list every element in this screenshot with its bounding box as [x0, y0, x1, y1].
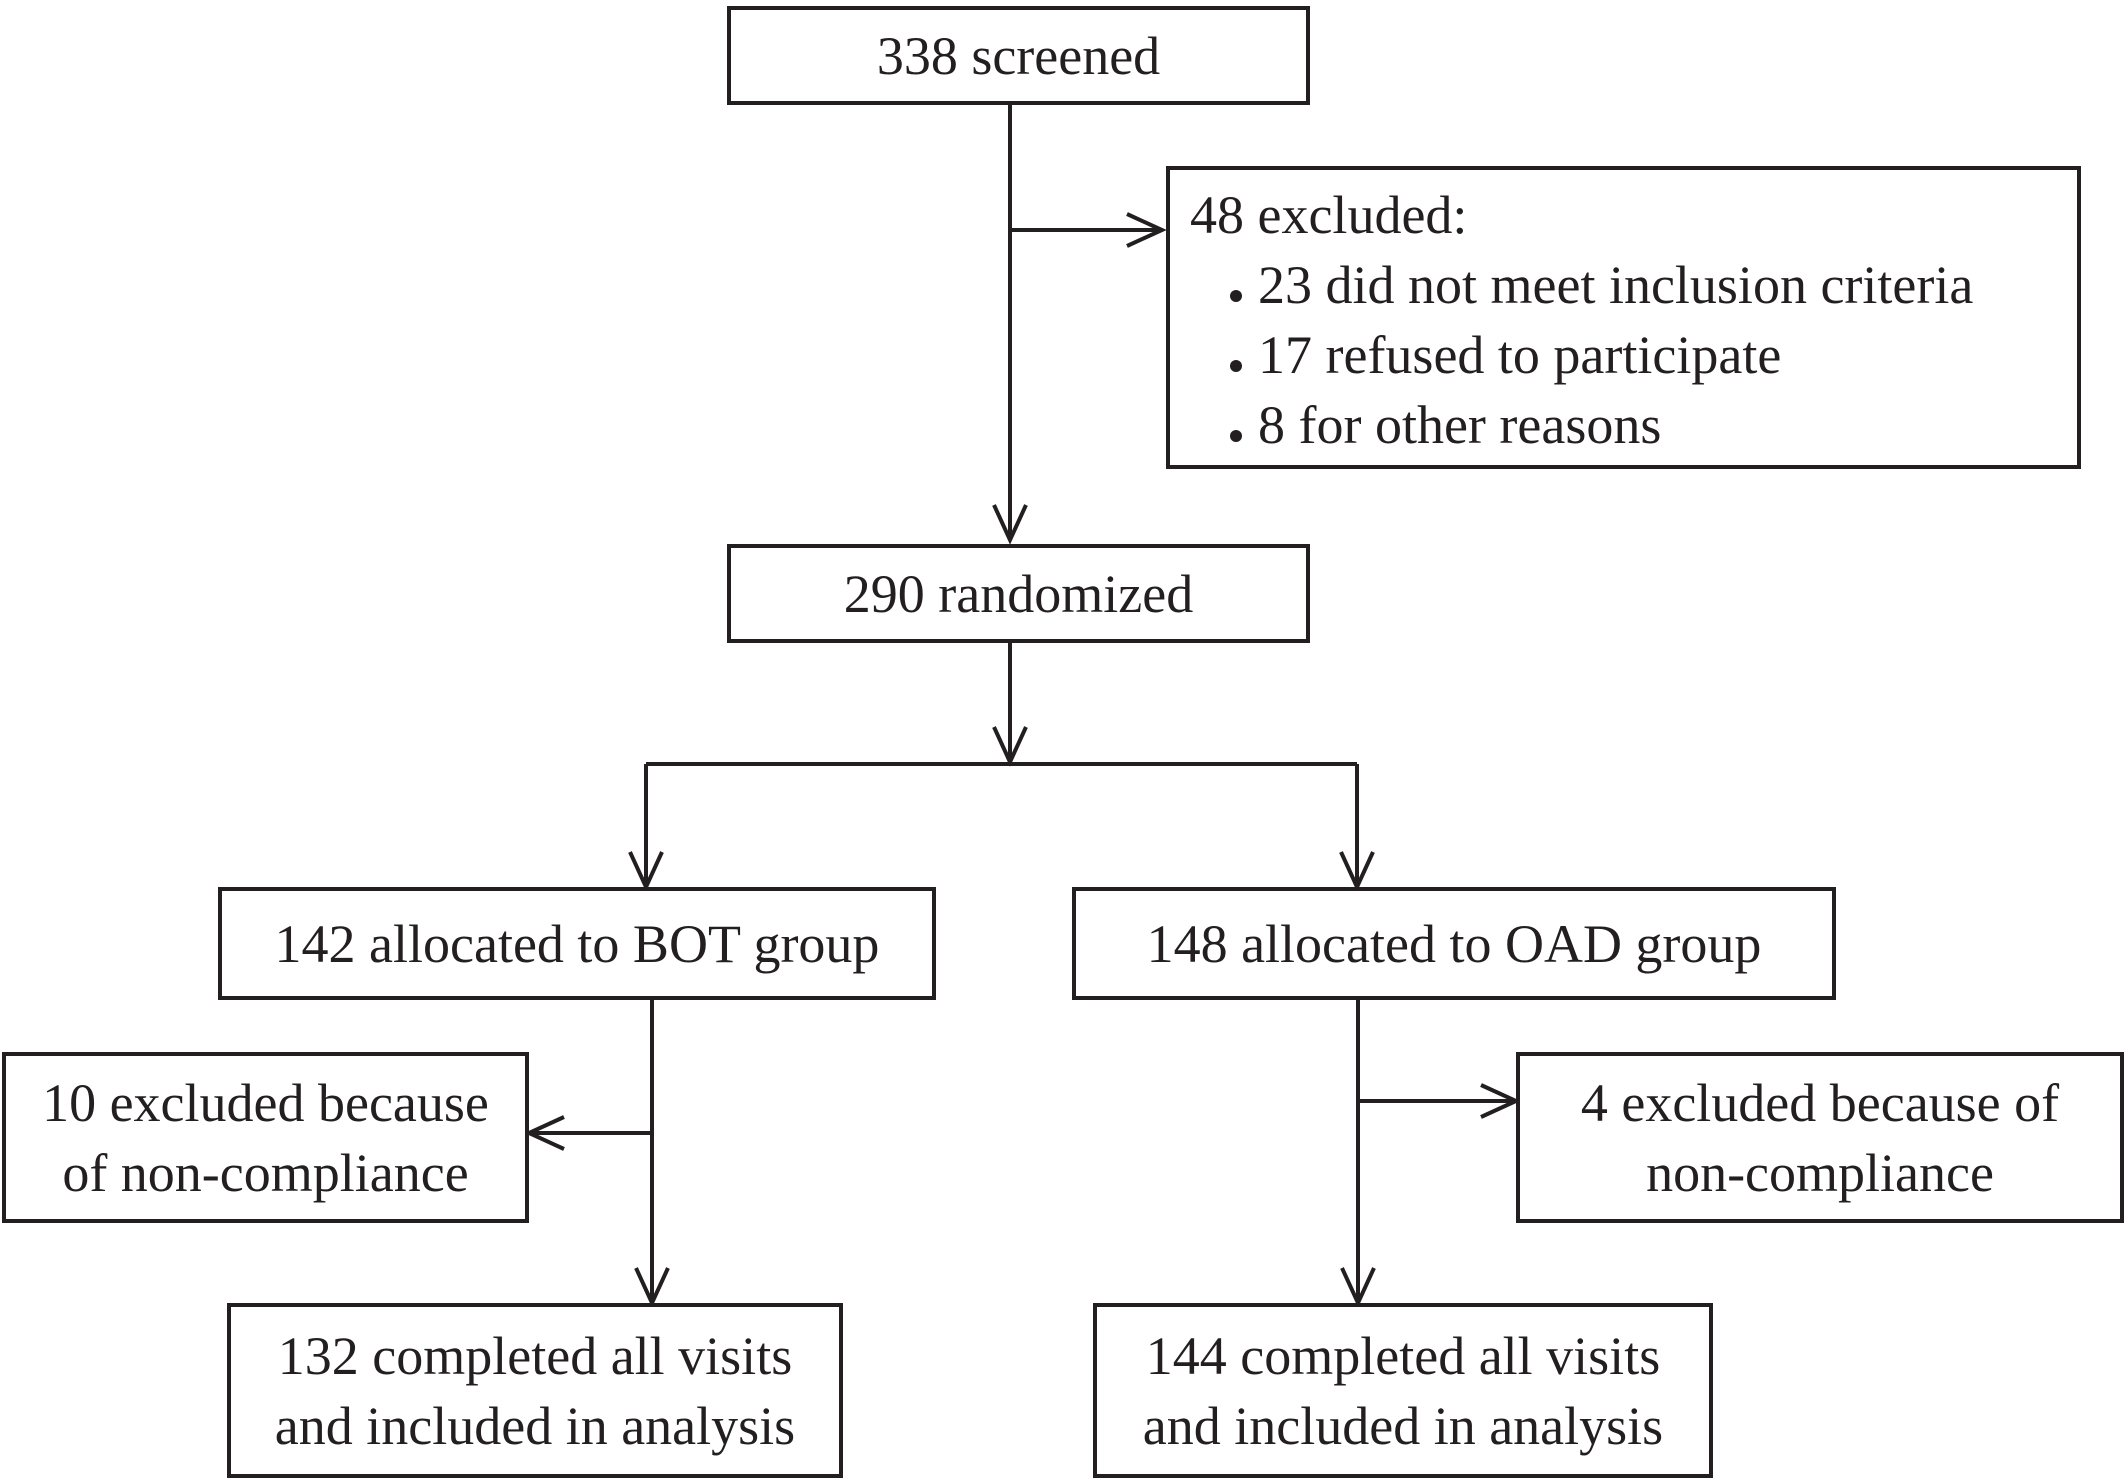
oad-excluded-line-2: non-compliance	[1646, 1142, 1994, 1203]
bot-completed-line-1: 132 completed all visits	[277, 1325, 793, 1386]
exclusion-reason-item: 23 did not meet inclusion criteria	[1230, 250, 2077, 320]
screening-excluded-box: 48 excluded: 23 did not meet inclusion c…	[1166, 166, 2081, 469]
exclusion-reason-item: 17 refused to participate	[1230, 320, 2077, 390]
screened-label: 338 screened	[876, 25, 1161, 86]
oad-allocated-box: 148 allocated to OAD group	[1072, 887, 1836, 1000]
bot-allocated-box: 142 allocated to BOT group	[218, 887, 936, 1000]
arrowhead-bot-excluded	[524, 1115, 565, 1151]
bot-excluded-box: 10 excluded because of non-compliance	[2, 1052, 529, 1223]
bot-excluded-line-1: 10 excluded because	[42, 1072, 489, 1133]
screened-box: 338 screened	[727, 6, 1310, 105]
bot-excluded-line-2: of non-compliance	[62, 1142, 469, 1203]
oad-allocated-label: 148 allocated to OAD group	[1146, 913, 1762, 974]
bot-completed-line-2: and included in analysis	[274, 1395, 796, 1456]
oad-excluded-line-1: 4 excluded because of	[1580, 1072, 2060, 1133]
oad-completed-box: 144 completed all visits and included in…	[1093, 1303, 1713, 1478]
oad-excluded-box: 4 excluded because of non-compliance	[1516, 1052, 2124, 1223]
oad-completed-line-2: and included in analysis	[1142, 1395, 1664, 1456]
screening-excluded-heading: 48 excluded:	[1190, 185, 1468, 245]
oad-completed-line-1: 144 completed all visits	[1145, 1325, 1661, 1386]
exclusion-reasons-list: 23 did not meet inclusion criteria 17 re…	[1190, 250, 2077, 460]
exclusion-reason-item: 8 for other reasons	[1230, 390, 2077, 460]
randomized-box: 290 randomized	[727, 544, 1310, 643]
randomized-label: 290 randomized	[843, 563, 1194, 624]
bot-completed-box: 132 completed all visits and included in…	[227, 1303, 843, 1478]
arrowhead-excluded	[1126, 212, 1167, 248]
arrowhead-randomized	[992, 504, 1028, 545]
bot-allocated-label: 142 allocated to BOT group	[274, 913, 880, 974]
